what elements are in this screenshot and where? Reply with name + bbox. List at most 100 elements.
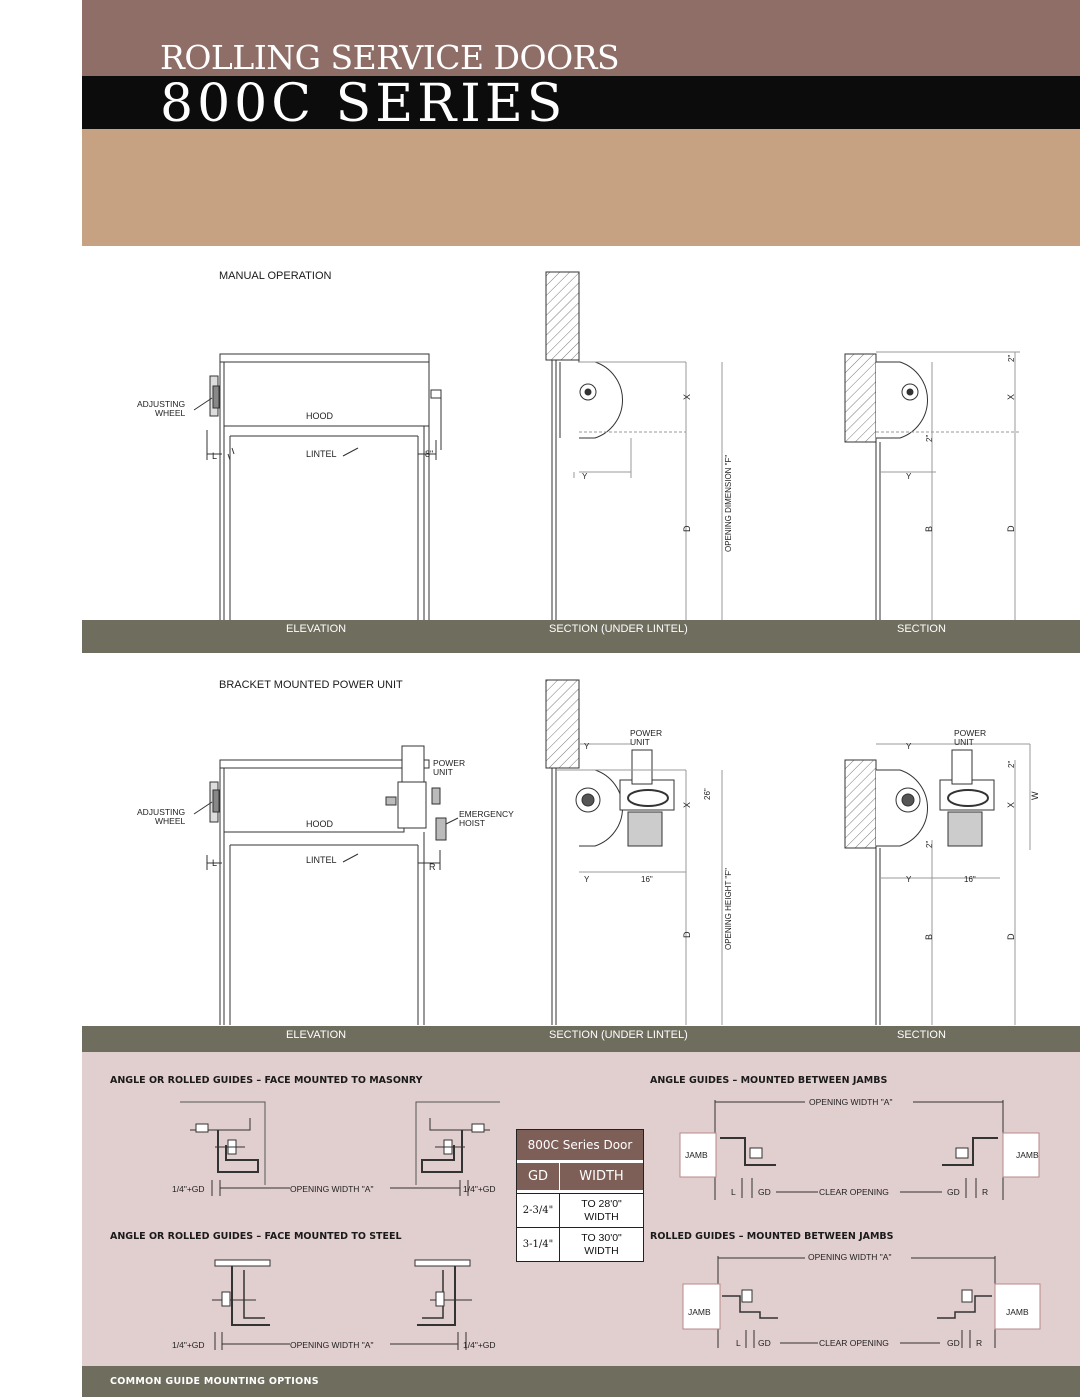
- manual-bar-section-under-lintel: SECTION (UNDER LINTEL): [549, 623, 688, 635]
- label-d-bracket: D: [682, 931, 692, 938]
- label-gd-angle-right: GD: [947, 1187, 960, 1197]
- label-opening-dimension: OPENING DIMENSION "F": [724, 455, 733, 552]
- label-x-section: X: [1006, 394, 1016, 400]
- manual-caption-bar: [82, 620, 1080, 653]
- bracket-section-drawing: [844, 743, 1031, 1025]
- label-opening-height: OPENING HEIGHT "F": [724, 868, 733, 950]
- label-gd-rolled-left: GD: [758, 1338, 771, 1348]
- label-adjusting-bracket: ADJUSTING: [137, 807, 185, 817]
- label-two-inch-top: 2": [1007, 355, 1016, 362]
- heading-angle-between-jambs: ANGLE GUIDES – MOUNTED BETWEEN JAMBS: [650, 1075, 888, 1086]
- label-clear-opening-rolled: CLEAR OPENING: [819, 1338, 889, 1348]
- label-unit-elev: UNIT: [433, 767, 453, 777]
- label-l: L: [212, 451, 217, 461]
- label-two-inch-section2-top: 2": [1007, 761, 1016, 768]
- label-opening-width-rolled-jambs: OPENING WIDTH "A": [808, 1252, 891, 1262]
- bracket-elevation-drawing: [193, 745, 459, 1025]
- label-wheel: WHEEL: [155, 408, 186, 418]
- label-l-angle: L: [731, 1187, 736, 1197]
- label-d-section2: D: [1006, 933, 1016, 940]
- label-y: Y: [582, 472, 588, 481]
- label-unit-section2: UNIT: [954, 737, 974, 747]
- label-y-bracket-top: Y: [584, 742, 590, 751]
- spec-cell-gd: 2-3/4": [517, 1194, 560, 1227]
- bracket-bar-section-under-lintel: SECTION (UNDER LINTEL): [549, 1029, 688, 1041]
- manual-section-under-lintel-drawing: [545, 271, 723, 620]
- label-r-angle: R: [982, 1187, 988, 1197]
- spec-cell-width-line2: WIDTH: [584, 1210, 619, 1223]
- header-title-band: [82, 76, 1080, 129]
- page-title-800c-series: 800C SERIES: [160, 74, 567, 134]
- label-y-section2-bottom: Y: [906, 875, 912, 884]
- label-opening-width-steel: OPENING WIDTH "A": [290, 1340, 373, 1350]
- page-title-rolling-service-doors: ROLLING SERVICE DOORS: [160, 38, 620, 77]
- heading-rolled-between-jambs: ROLLED GUIDES – MOUNTED BETWEEN JAMBS: [650, 1231, 894, 1242]
- manual-bar-elevation: ELEVATION: [286, 623, 347, 635]
- series-door-spec-table: 800C Series Door GD WIDTH 2-3/4" TO 28'0…: [516, 1129, 644, 1262]
- manual-elevation-drawing: [193, 353, 442, 620]
- guide-masonry-right: [390, 1101, 500, 1196]
- bracket-section-under-lintel-drawing: [545, 679, 723, 1025]
- label-opening-width-masonry: OPENING WIDTH "A": [290, 1184, 373, 1194]
- label-d: D: [682, 525, 692, 532]
- header-tan-band: [82, 129, 1080, 246]
- label-r-bracket: R: [429, 862, 436, 872]
- label-y-bracket-bottom: Y: [584, 875, 590, 884]
- label-opening-width-angle-jambs: OPENING WIDTH "A": [809, 1097, 892, 1107]
- label-x: X: [682, 394, 692, 400]
- label-twentysix: 26": [703, 788, 712, 800]
- label-lintel: LINTEL: [306, 449, 337, 459]
- label-jamb-rolled-left: JAMB: [688, 1307, 711, 1317]
- label-gd-angle-left: GD: [758, 1187, 771, 1197]
- label-w-section2: W: [1030, 791, 1040, 800]
- spec-table-title: 800C Series Door: [517, 1130, 643, 1160]
- bracket-bar-section: SECTION: [897, 1029, 946, 1041]
- label-quarter-gd-masonry-right: 1/4"+GD: [463, 1184, 496, 1194]
- manual-operation-caption: MANUAL OPERATION: [219, 270, 332, 282]
- spec-col-gd: GD: [517, 1163, 560, 1190]
- spec-cell-width: TO 30'0" WIDTH: [560, 1228, 643, 1261]
- table-row: 2-3/4" TO 28'0" WIDTH: [517, 1193, 643, 1227]
- label-power-section2: POWER: [954, 728, 986, 738]
- label-x-bracket: X: [682, 802, 692, 808]
- label-jamb-angle-left: JAMB: [685, 1150, 708, 1160]
- guide-rolled-between-jambs: [682, 1256, 1041, 1348]
- label-x-section2: X: [1006, 802, 1016, 808]
- label-b-section: B: [924, 526, 934, 532]
- heading-face-mounted-steel: ANGLE OR ROLLED GUIDES – FACE MOUNTED TO…: [110, 1231, 402, 1242]
- label-wheel-bracket: WHEEL: [155, 816, 186, 826]
- label-hood: HOOD: [306, 411, 334, 421]
- label-y-section2-top: Y: [906, 742, 912, 751]
- bracket-mounted-caption: BRACKET MOUNTED POWER UNIT: [219, 679, 403, 691]
- label-two-inch-section2-bottom: 2": [925, 841, 934, 848]
- spec-cell-gd: 3-1/4": [517, 1228, 560, 1261]
- spec-table-header-row: GD WIDTH: [517, 1163, 643, 1190]
- label-jamb-angle-right: JAMB: [1016, 1150, 1039, 1160]
- header-top-band: [82, 0, 1080, 76]
- label-gd-rolled-right: GD: [947, 1338, 960, 1348]
- spec-cell-width-line1: TO 30'0": [581, 1231, 622, 1244]
- label-adjusting: ADJUSTING: [137, 399, 185, 409]
- label-jamb-rolled-right: JAMB: [1006, 1307, 1029, 1317]
- guide-steel-right: [390, 1259, 472, 1350]
- label-two-inch-bottom: 2": [925, 435, 934, 442]
- table-row: 3-1/4" TO 30'0" WIDTH: [517, 1227, 643, 1261]
- label-sixteen-section2: 16": [964, 875, 976, 884]
- label-y-section: Y: [906, 472, 912, 481]
- label-l-bracket: L: [212, 858, 217, 868]
- guide-steel-left: [212, 1259, 290, 1350]
- footer-bar: [82, 1366, 1080, 1397]
- label-d-section: D: [1006, 525, 1016, 532]
- label-emergency: EMERGENCY: [459, 809, 514, 819]
- manual-bar-section: SECTION: [897, 623, 946, 635]
- label-quarter-gd-masonry-left: 1/4"+GD: [172, 1184, 205, 1194]
- label-power-elev: POWER: [433, 758, 465, 768]
- label-unit-section: UNIT: [630, 737, 650, 747]
- label-hood-bracket: HOOD: [306, 819, 334, 829]
- spec-col-width: WIDTH: [579, 1169, 624, 1184]
- spec-cell-width-line2: WIDTH: [584, 1244, 619, 1257]
- guide-angle-between-jambs: [679, 1100, 1040, 1200]
- label-sixteen-inch: 16": [641, 875, 653, 884]
- label-r-rolled: R: [976, 1338, 982, 1348]
